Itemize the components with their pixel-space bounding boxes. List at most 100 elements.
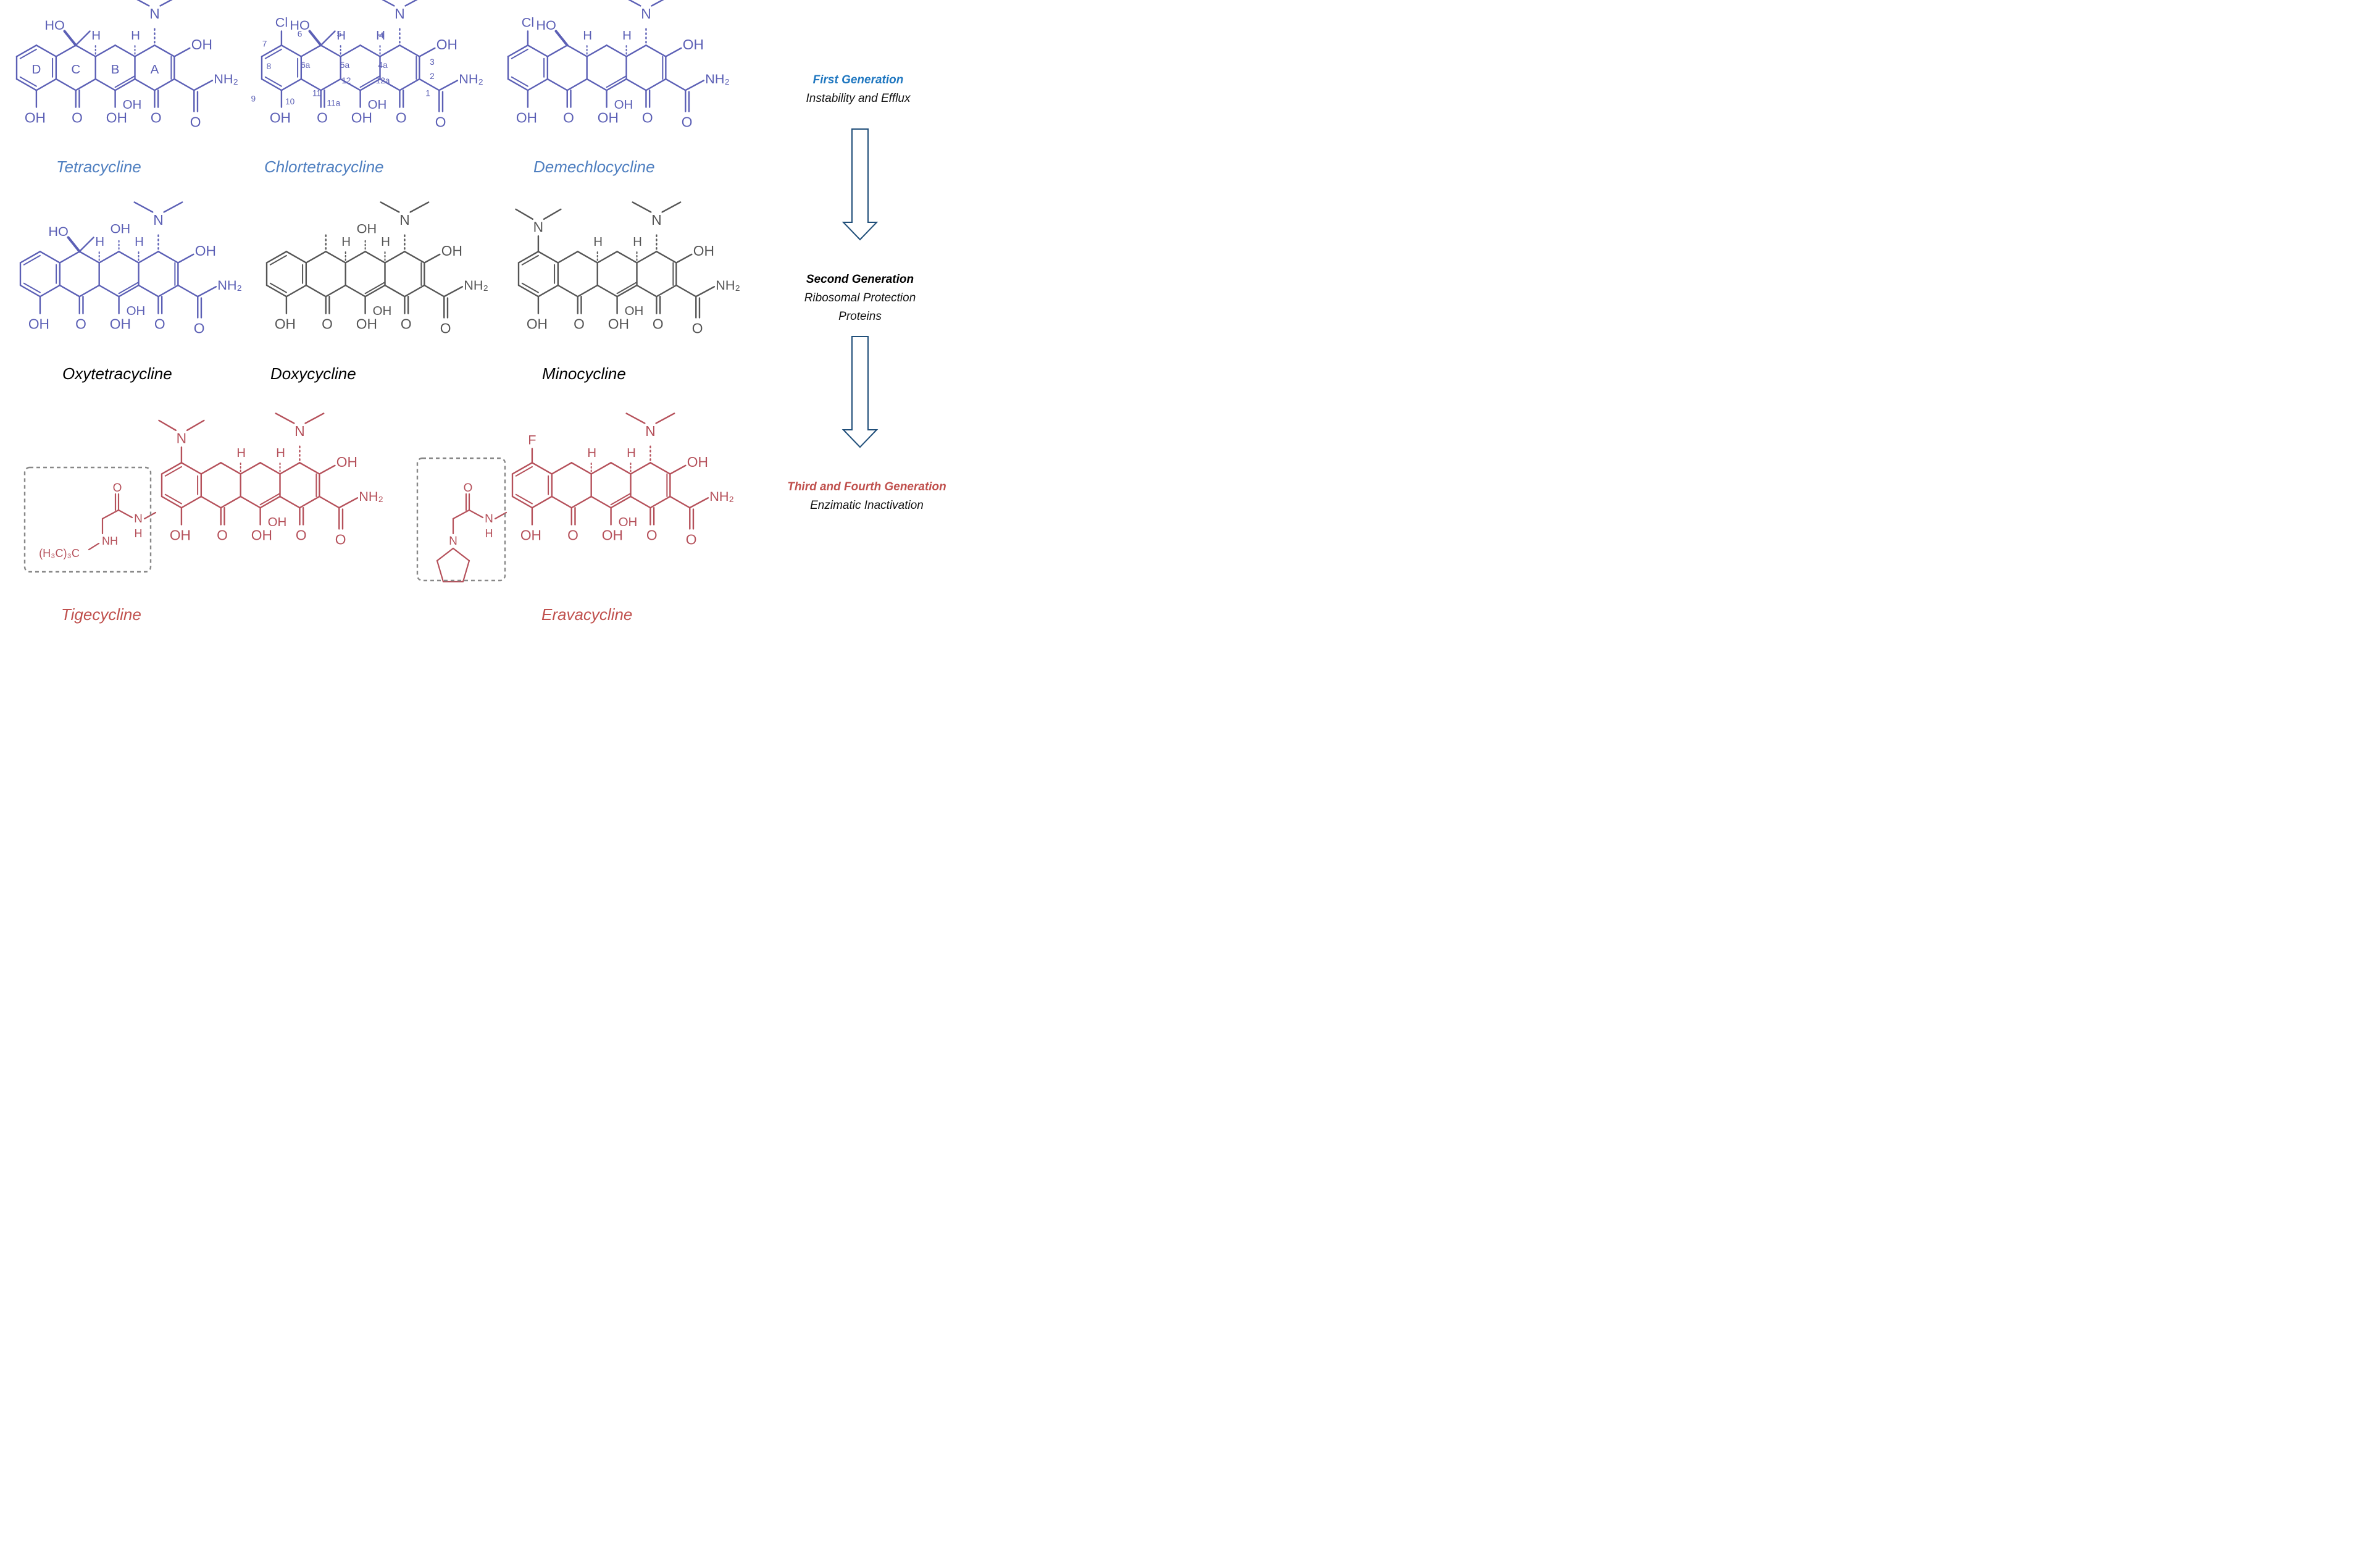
bond xyxy=(117,509,133,519)
bond xyxy=(157,284,179,298)
bond xyxy=(695,286,716,298)
bond xyxy=(649,462,671,475)
h-label: H xyxy=(587,446,596,460)
bond xyxy=(78,284,100,298)
bond xyxy=(279,462,301,475)
bond xyxy=(325,251,346,264)
bond xyxy=(566,44,588,57)
bond xyxy=(55,44,77,57)
bond xyxy=(138,284,159,298)
chlorine-label: Cl xyxy=(522,15,534,30)
bond xyxy=(527,78,549,91)
third-generation-subtitle: Enzimatic Inactivation xyxy=(810,499,924,512)
bond xyxy=(590,462,612,475)
bond xyxy=(675,253,693,264)
ho-label: HO xyxy=(44,17,64,33)
bond xyxy=(645,44,667,57)
position-number: 7 xyxy=(262,40,267,49)
h-label: H xyxy=(91,28,101,43)
bond xyxy=(78,251,100,264)
label-oxytetracycline: Oxytetracycline xyxy=(62,364,172,383)
bond xyxy=(161,495,183,509)
bond xyxy=(616,251,638,264)
carbonyl-o-label: O xyxy=(154,316,165,332)
bond xyxy=(577,284,598,298)
bond xyxy=(114,44,136,57)
bond xyxy=(645,78,667,91)
bond xyxy=(511,462,533,475)
bond xyxy=(404,0,418,7)
bond xyxy=(98,284,120,298)
oh-label: OH xyxy=(687,454,708,470)
bond xyxy=(665,47,682,57)
oh-label: OH xyxy=(614,98,633,112)
carbonyl-o-label: O xyxy=(574,316,585,332)
oh-label: OH xyxy=(602,527,623,543)
label-tetracycline: Tetracycline xyxy=(56,157,141,176)
oh-label: OH xyxy=(170,527,191,543)
carbonyl-o-label: O xyxy=(151,110,162,126)
nh2-label: NH₂ xyxy=(716,277,740,293)
oh-label: OH xyxy=(191,36,212,52)
position-number: 11a xyxy=(327,98,340,107)
bond xyxy=(280,78,303,91)
oh-label: OH xyxy=(625,304,644,318)
bond xyxy=(507,78,529,91)
dimethylamino-n-label: N xyxy=(641,6,651,22)
bond xyxy=(521,254,539,266)
bond xyxy=(220,495,241,509)
oh-label: OH xyxy=(106,110,127,126)
oh-label: OH xyxy=(619,515,638,529)
bond xyxy=(468,509,484,519)
position-number: 6a xyxy=(301,61,311,70)
oh-label: OH xyxy=(441,243,462,259)
h-label: H xyxy=(376,28,385,43)
dimethylamino-n-label: N xyxy=(149,6,159,22)
bond xyxy=(19,251,41,264)
bond xyxy=(616,284,638,298)
oh-label: OH xyxy=(123,98,142,112)
bond xyxy=(98,251,120,264)
bond xyxy=(625,44,647,57)
h-label: H xyxy=(622,28,632,43)
bond xyxy=(610,493,632,506)
bond xyxy=(158,419,177,432)
bond xyxy=(675,284,697,298)
bond xyxy=(364,282,386,295)
bond xyxy=(305,251,327,264)
bond xyxy=(265,251,288,264)
bond xyxy=(320,30,336,46)
h-label: H xyxy=(627,446,636,460)
bond xyxy=(338,497,359,509)
oh-label: OH xyxy=(356,316,377,332)
carbonyl-o-label: O xyxy=(563,110,574,126)
bond xyxy=(364,284,386,298)
bond xyxy=(515,466,533,477)
bond xyxy=(134,44,156,57)
bond xyxy=(511,76,528,87)
dimethylamino-n-label: N xyxy=(177,430,186,446)
bond xyxy=(630,462,651,475)
bond xyxy=(452,509,470,520)
amine-nh-label: NH xyxy=(102,535,118,547)
bond xyxy=(669,464,687,475)
bond xyxy=(259,495,281,509)
bond xyxy=(554,30,569,47)
bond xyxy=(19,284,41,298)
first-generation-note: First Generation Instability and Efflux xyxy=(766,71,951,108)
bond xyxy=(300,44,322,57)
label-doxycycline: Doxycycline xyxy=(270,364,356,383)
second-generation-subtitle-2: Proteins xyxy=(838,310,882,323)
bond xyxy=(606,75,627,88)
oh-label: OH xyxy=(598,110,619,126)
bond xyxy=(379,44,401,57)
bond xyxy=(570,462,592,475)
bond xyxy=(173,47,191,57)
oh-label: OH xyxy=(516,110,537,126)
bond xyxy=(551,495,572,509)
h-label: H xyxy=(135,235,144,249)
bond xyxy=(305,284,327,298)
